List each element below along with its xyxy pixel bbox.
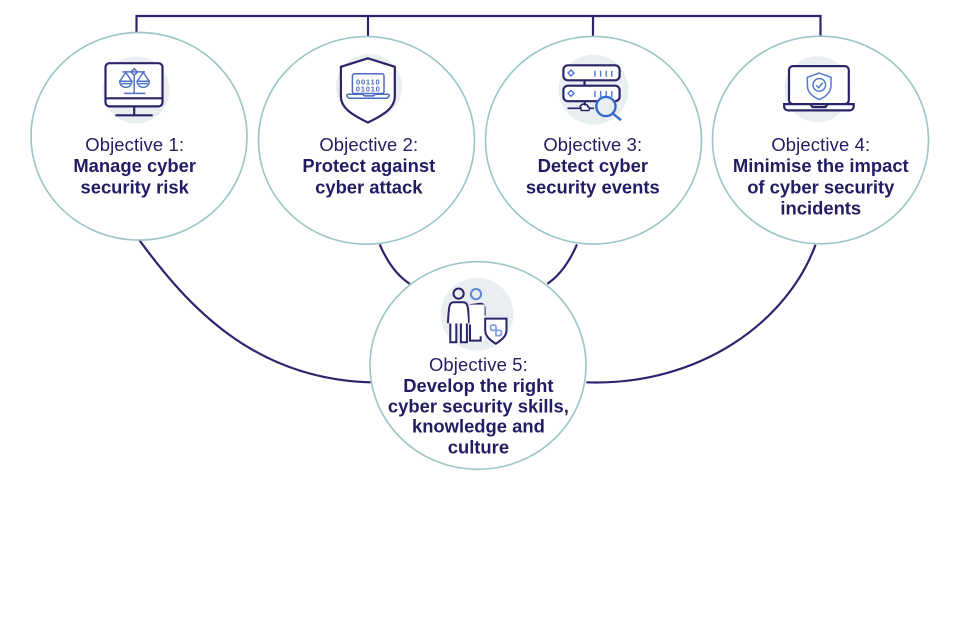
svg-text:00110: 00110 [356,77,380,86]
svg-text:Detect cyber: Detect cyber [538,155,648,176]
svg-text:01010: 01010 [356,84,381,93]
svg-text:cyber security skills,: cyber security skills, [388,395,569,416]
svg-text:Objective 1:: Objective 1: [85,134,184,155]
svg-text:culture: culture [448,436,509,457]
svg-text:security events: security events [526,176,660,197]
svg-text:Objective 2:: Objective 2: [319,134,418,155]
svg-text:Manage cyber: Manage cyber [73,155,196,176]
svg-text:Minimise the impact: Minimise the impact [733,155,909,176]
svg-text:Objective 4:: Objective 4: [771,134,870,155]
svg-text:Develop the right: Develop the right [403,375,553,396]
svg-text:security risk: security risk [81,176,190,197]
svg-text:knowledge and: knowledge and [412,415,545,436]
svg-text:Objective 5:: Objective 5: [429,354,528,375]
svg-text:Protect against: Protect against [302,155,435,176]
svg-text:incidents: incidents [780,198,861,219]
svg-text:of cyber security: of cyber security [747,176,895,197]
svg-text:cyber attack: cyber attack [315,176,423,197]
svg-text:Objective 3:: Objective 3: [543,134,642,155]
